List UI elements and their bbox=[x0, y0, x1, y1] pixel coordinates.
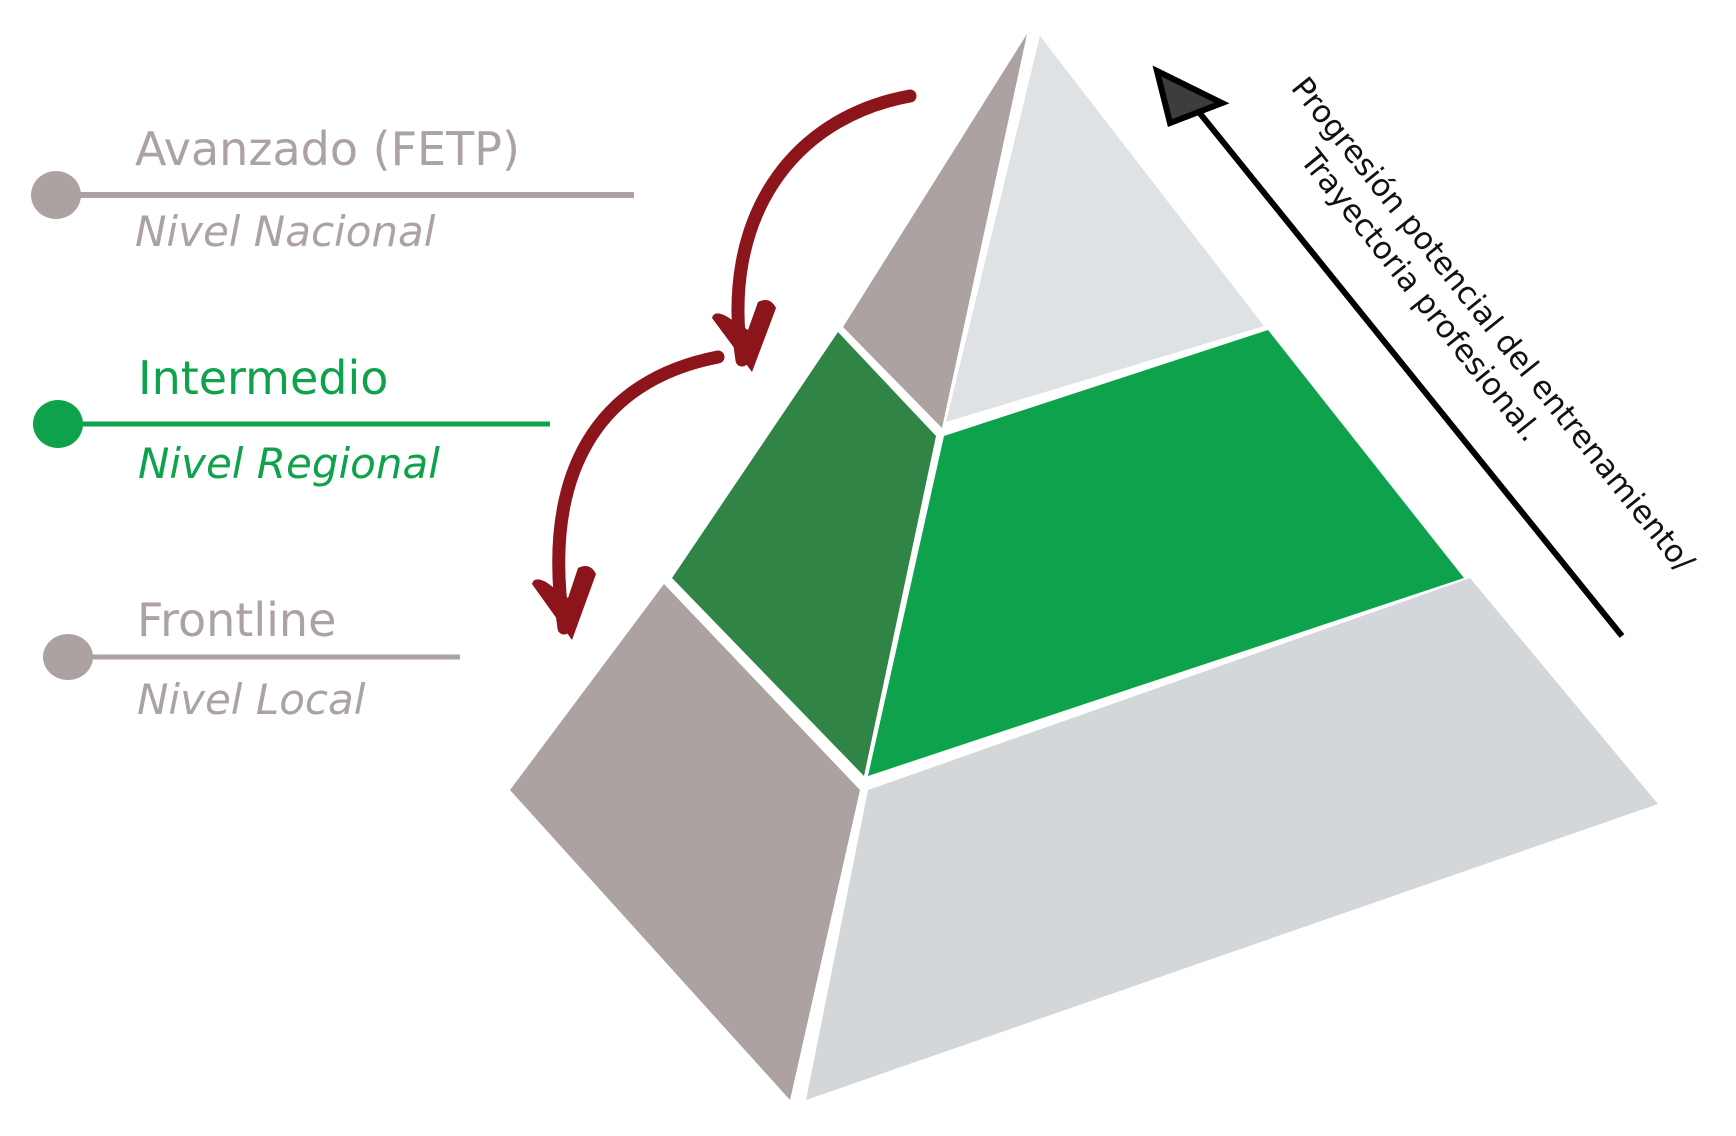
curved-arrow-icon bbox=[532, 350, 725, 640]
level-avanzado-subtitle: Nivel Nacional bbox=[135, 207, 436, 256]
arrow-up-icon bbox=[1152, 65, 1230, 128]
level-avanzado-title: Avanzado (FETP) bbox=[135, 122, 520, 176]
level-avanzado-dot bbox=[31, 171, 81, 219]
level-frontline-dot bbox=[43, 634, 93, 680]
pyramid-bottom-right-face bbox=[806, 578, 1658, 1100]
level-intermedio-title: Intermedio bbox=[138, 351, 388, 405]
level-intermedio: Intermedio Nivel Regional bbox=[33, 351, 550, 488]
level-frontline: Frontline Nivel Local bbox=[43, 593, 460, 724]
level-frontline-subtitle: Nivel Local bbox=[137, 675, 366, 724]
level-frontline-title: Frontline bbox=[137, 593, 336, 647]
pyramid bbox=[510, 34, 1658, 1100]
pyramid-middle-right-face bbox=[868, 330, 1464, 776]
level-intermedio-dot bbox=[33, 400, 83, 448]
curved-arrow-icon bbox=[712, 89, 917, 372]
pyramid-top-right-face bbox=[946, 36, 1264, 422]
pyramid-middle-left-face bbox=[672, 332, 936, 776]
progression-axis-label-line2: Trayectoria profesional. bbox=[1292, 142, 1548, 449]
descent-arrows bbox=[532, 89, 917, 640]
progression-axis-line bbox=[1191, 104, 1625, 638]
level-intermedio-subtitle: Nivel Regional bbox=[138, 439, 440, 488]
pyramid-top-left-face bbox=[843, 34, 1027, 428]
level-avanzado: Avanzado (FETP) Nivel Nacional bbox=[31, 122, 634, 256]
pyramid-bottom-left-face bbox=[510, 584, 860, 1100]
